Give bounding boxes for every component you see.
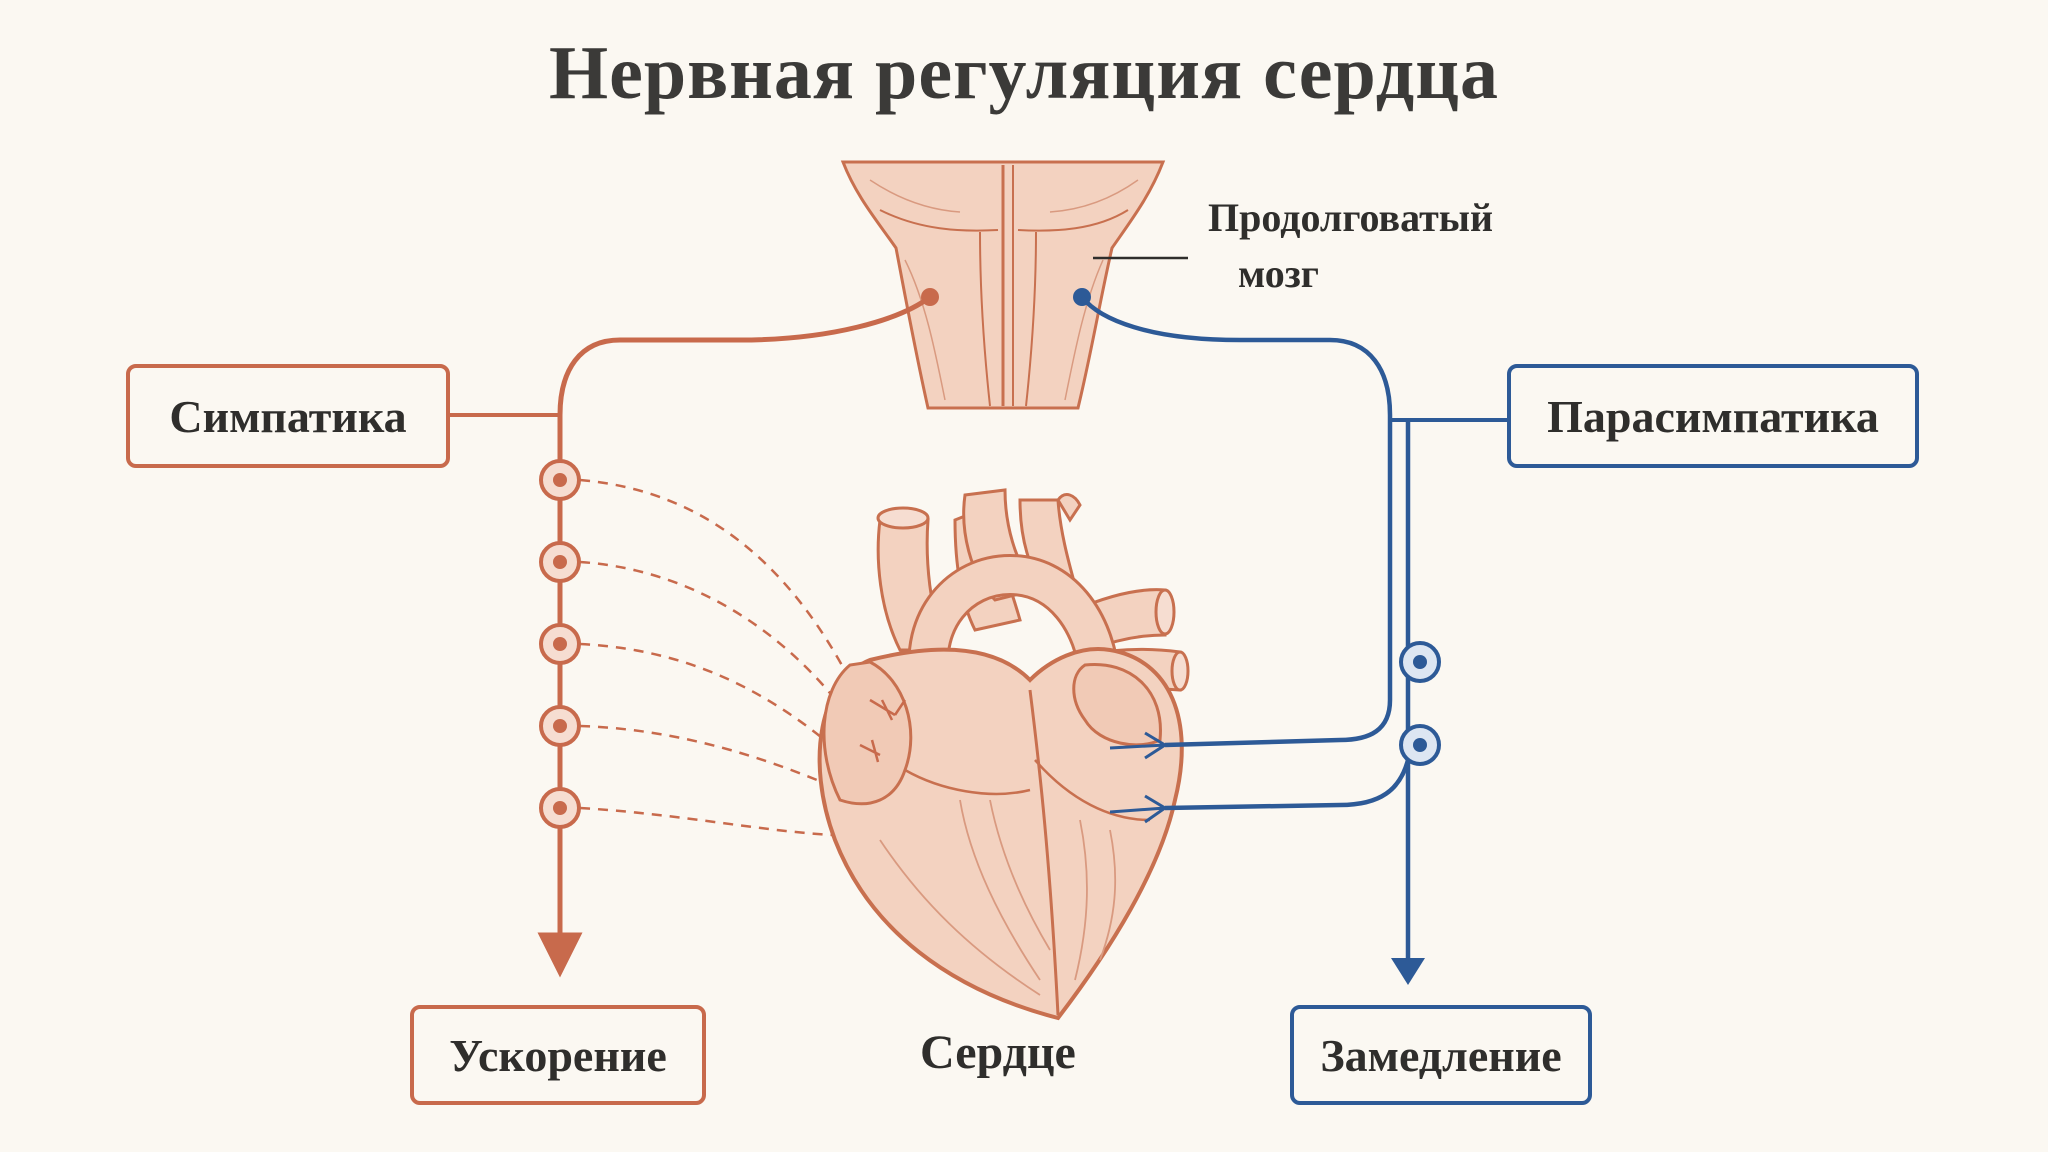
sympathetic-pathway — [446, 288, 939, 978]
heart-label: Сердце — [920, 1026, 1076, 1079]
acceleration-box: Ускорение — [410, 1005, 706, 1105]
parasympathetic-ganglion-1 — [1399, 641, 1441, 683]
medulla-oblongata-illustration — [840, 160, 1166, 410]
parasympathetic-ganglion-2 — [1399, 724, 1441, 766]
sympathetic-ganglion-4 — [539, 705, 581, 747]
sympathetic-ganglion-5 — [539, 787, 581, 829]
sympathetic-ganglion-2 — [539, 541, 581, 583]
parasympathetic-pathway — [1073, 288, 1512, 985]
diagram-title: Нервная регуляция сердца — [548, 31, 1500, 115]
parasympathetic-box: Парасимпатика — [1507, 364, 1919, 468]
medulla-label-line2: мозг — [1238, 251, 1319, 296]
deceleration-box: Замедление — [1290, 1005, 1592, 1105]
medulla-label-line1: Продолговатый — [1208, 195, 1494, 240]
sympathetic-ganglion-3 — [539, 623, 581, 665]
sympathetic-box: Симпатика — [126, 364, 450, 468]
sympathetic-ganglion-1 — [539, 459, 581, 501]
heart-illustration — [817, 488, 1190, 1021]
